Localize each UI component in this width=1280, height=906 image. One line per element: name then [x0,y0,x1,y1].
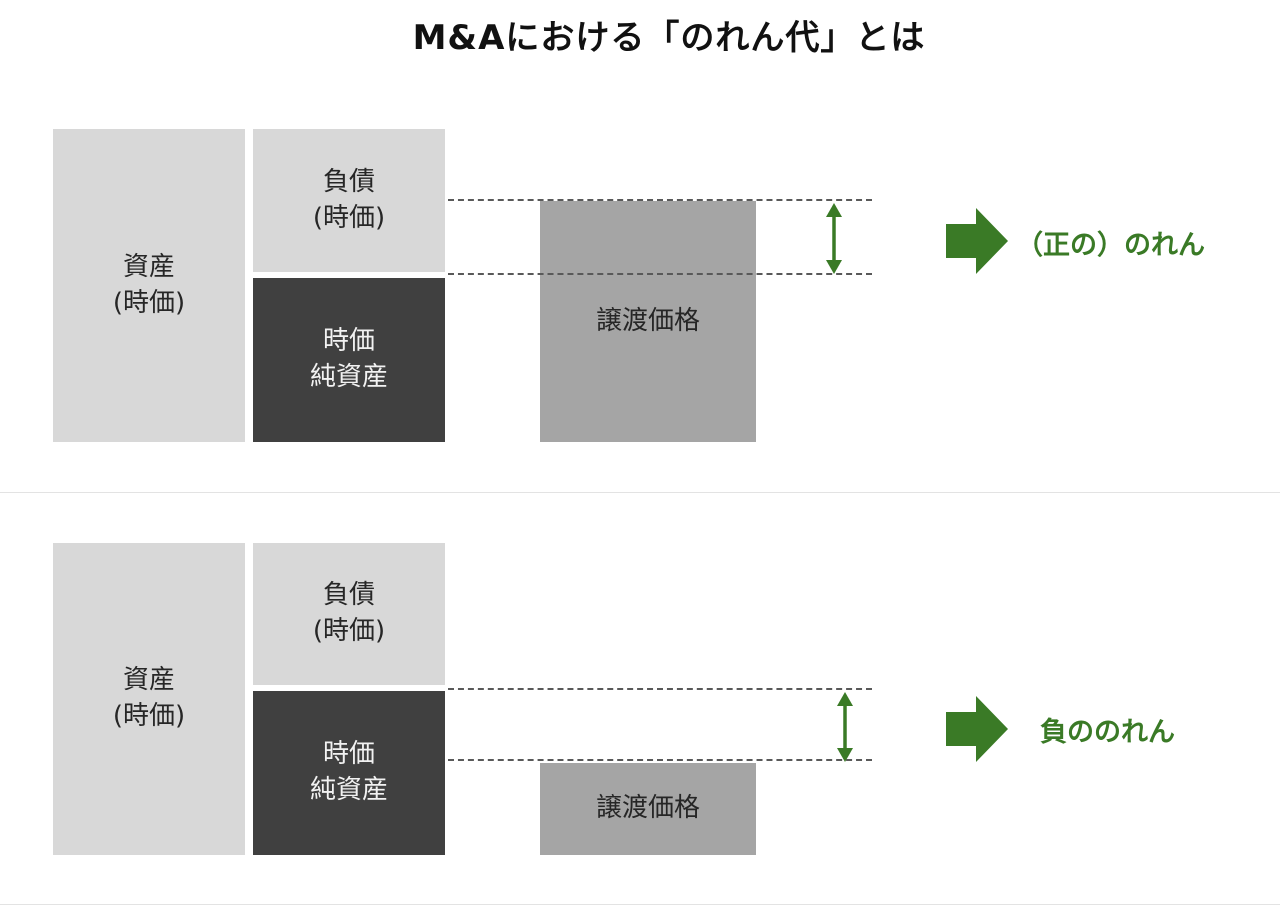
net-assets-label: 時価 [322,326,375,357]
negative-goodwill-label: 負ののれん [1040,717,1175,748]
liabilities-block: 負債 (時価) [253,129,445,272]
net-assets-sublabel: 純資産 [309,775,388,805]
dashed-line-lower [448,759,872,761]
net-assets-label: 時価 [322,739,375,770]
liabilities-label: 負債 [322,580,375,611]
transfer-price-block: 譲渡価格 [540,201,756,442]
net-assets-sublabel: 純資産 [309,362,388,392]
net-assets-block: 時価 純資産 [253,278,445,442]
page-title: M&Aにおける「のれん代」とは [412,18,926,58]
assets-label: 資産 [122,251,175,282]
liabilities-sublabel: (時価) [312,202,386,233]
section-divider [0,492,1280,493]
assets-block: 資産 (時価) [53,129,245,442]
transfer-price-block: 譲渡価格 [540,763,756,855]
liabilities-block: 負債 (時価) [253,543,445,685]
net-assets-block: 時価 純資産 [253,691,445,855]
assets-label: 資産 [122,665,175,696]
double-arrow-icon [826,203,842,274]
positive-goodwill-label: （正の）のれん [1016,230,1205,261]
arrow-right-icon [946,696,1008,762]
liabilities-label: 負債 [322,166,375,197]
dashed-line-upper [448,199,872,201]
bottom-divider [0,904,1280,905]
dashed-line-lower [448,273,872,275]
transfer-price-label: 譲渡価格 [595,305,700,336]
assets-sublabel: (時価) [112,287,186,318]
arrow-right-icon [946,208,1008,274]
assets-block: 資産 (時価) [53,543,245,855]
assets-sublabel: (時価) [112,701,186,731]
dashed-line-upper [448,688,872,690]
transfer-price-label: 譲渡価格 [595,793,700,824]
double-arrow-icon [837,692,853,762]
liabilities-sublabel: (時価) [312,616,386,646]
